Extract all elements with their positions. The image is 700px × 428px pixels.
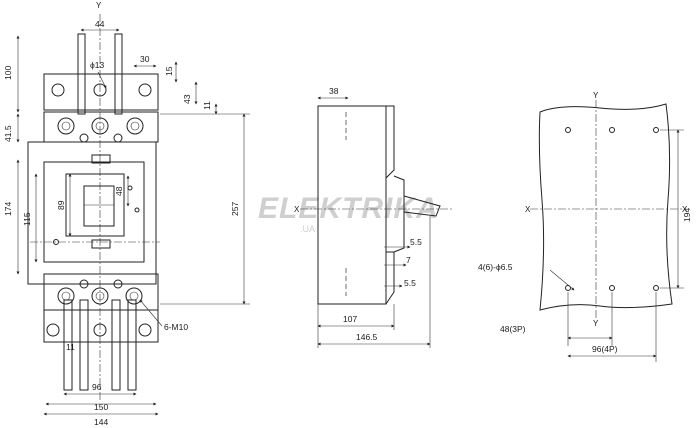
dim-48-label: 48 xyxy=(114,186,124,196)
dim-41-label: 41.5 xyxy=(3,125,13,142)
dim-144-label: 144 xyxy=(94,417,108,427)
body-pin xyxy=(53,239,59,245)
dim-48-3p-label: 48(3P) xyxy=(500,324,526,334)
upper-terminal-left-inner xyxy=(61,121,71,131)
dim-89-label: 89 xyxy=(56,200,66,210)
side-body xyxy=(317,105,387,305)
top-lug-hole-center xyxy=(93,83,107,97)
mount-axis-x-right: X xyxy=(682,205,688,214)
dim-11-label: 11 xyxy=(202,101,212,110)
body-pin-top xyxy=(127,185,133,191)
dim-257-label: 257 xyxy=(230,202,240,216)
mount-hole xyxy=(609,127,615,133)
dim-holes-label: 4(6)-ϕ6.5 xyxy=(478,262,513,272)
upper-terminal-center-inner xyxy=(95,121,105,131)
mount-hole xyxy=(653,285,659,291)
mount-hole xyxy=(609,285,615,291)
dim-96-label: 96 xyxy=(92,382,102,392)
side-top-step xyxy=(385,105,395,179)
watermark-brand: ELEKTRIKA xyxy=(258,192,439,225)
front-cover xyxy=(43,161,145,263)
lower-lug-hole-center xyxy=(93,323,107,337)
lower-bar-mid-right xyxy=(111,299,121,391)
upper-latch xyxy=(91,154,111,164)
top-lug-hole-right xyxy=(138,83,152,97)
side-axis-label: X xyxy=(294,205,300,214)
dim-5-5b-label: 5.5 xyxy=(404,278,416,288)
dim-bottom-11-label: 11 xyxy=(66,342,75,352)
upper-terminal-left xyxy=(57,117,75,135)
mount-view: Y Y X X 4(6)-ϕ6.5 194 48(3P) 96(4P) xyxy=(478,91,692,362)
lower-terminal-center-inner xyxy=(95,291,105,301)
upper-terminal-right xyxy=(126,117,144,135)
dim-7-label: 7 xyxy=(406,255,411,265)
dim-44-label: 44 xyxy=(95,19,105,29)
dim-30-label: 30 xyxy=(140,54,150,64)
upper-terminal-right-inner xyxy=(130,121,140,131)
dim-150-label: 150 xyxy=(94,402,108,412)
lower-screw-right xyxy=(113,279,123,289)
lower-bar-left xyxy=(63,299,73,391)
upper-screw-left xyxy=(79,133,89,143)
side-handle xyxy=(403,195,441,217)
lower-bar-right xyxy=(127,299,137,391)
side-view: X 38 5.5 7 5.5 107 146.5 xyxy=(294,86,452,348)
mount-hole xyxy=(565,127,571,133)
dim-146-label: 146.5 xyxy=(356,332,378,342)
upper-terminal-center xyxy=(91,117,109,135)
dim-hole-label: ϕ13 xyxy=(90,60,104,70)
mount-axis-x-left: X xyxy=(525,205,531,214)
front-axis-y-label: Y xyxy=(96,1,102,10)
top-lug-hole-left xyxy=(51,83,65,97)
lower-lug-block xyxy=(43,309,159,343)
handle-toggle xyxy=(83,185,115,227)
dim-screw-leader xyxy=(139,299,163,327)
dim-38-label: 38 xyxy=(329,86,339,96)
dim-174-label: 174 xyxy=(3,202,13,216)
lower-terminal-right xyxy=(125,287,143,305)
dim-115-label: 115 xyxy=(22,212,32,226)
top-lug-block xyxy=(43,73,159,111)
dim-hole-leader xyxy=(97,71,107,89)
dim-194-label: 194 xyxy=(682,208,692,222)
lower-terminal-left-inner xyxy=(61,291,71,301)
lower-terminal-center xyxy=(91,287,109,305)
side-bottom-step xyxy=(385,251,395,305)
side-front-face xyxy=(393,175,405,253)
dim-43-label: 43 xyxy=(182,94,192,104)
front-view: Y xyxy=(3,1,250,427)
lower-latch xyxy=(91,239,111,249)
mount-hole xyxy=(653,127,659,133)
mount-panel-outline xyxy=(538,103,673,311)
front-body xyxy=(27,141,157,285)
upper-screw-right xyxy=(113,133,123,143)
dim-holes-leader xyxy=(549,269,575,291)
mount-axis-y-bottom: Y xyxy=(593,319,599,328)
lower-terminal-left xyxy=(57,287,75,305)
dim-107-label: 107 xyxy=(343,314,357,324)
upper-terminal-row xyxy=(43,111,159,143)
mount-hole xyxy=(565,285,571,291)
dim-15-label: 15 xyxy=(164,66,174,76)
dim-100-label: 100 xyxy=(3,66,13,80)
watermark-suffix: .UA xyxy=(300,224,315,234)
lower-lug-hole-right xyxy=(138,323,152,337)
dim-screw-label: 6-M10 xyxy=(164,322,188,332)
handle-window xyxy=(65,173,125,237)
lower-terminal-right-inner xyxy=(129,291,139,301)
dim-5-5a-label: 5.5 xyxy=(410,237,422,247)
body-pin-right xyxy=(134,207,140,213)
lower-bar-mid-left xyxy=(79,299,89,391)
mount-axis-y-top: Y xyxy=(593,91,599,100)
lower-lug-hole-left xyxy=(46,323,60,337)
dim-96-4p-label: 96(4P) xyxy=(592,344,618,354)
lower-screw-left xyxy=(79,279,89,289)
